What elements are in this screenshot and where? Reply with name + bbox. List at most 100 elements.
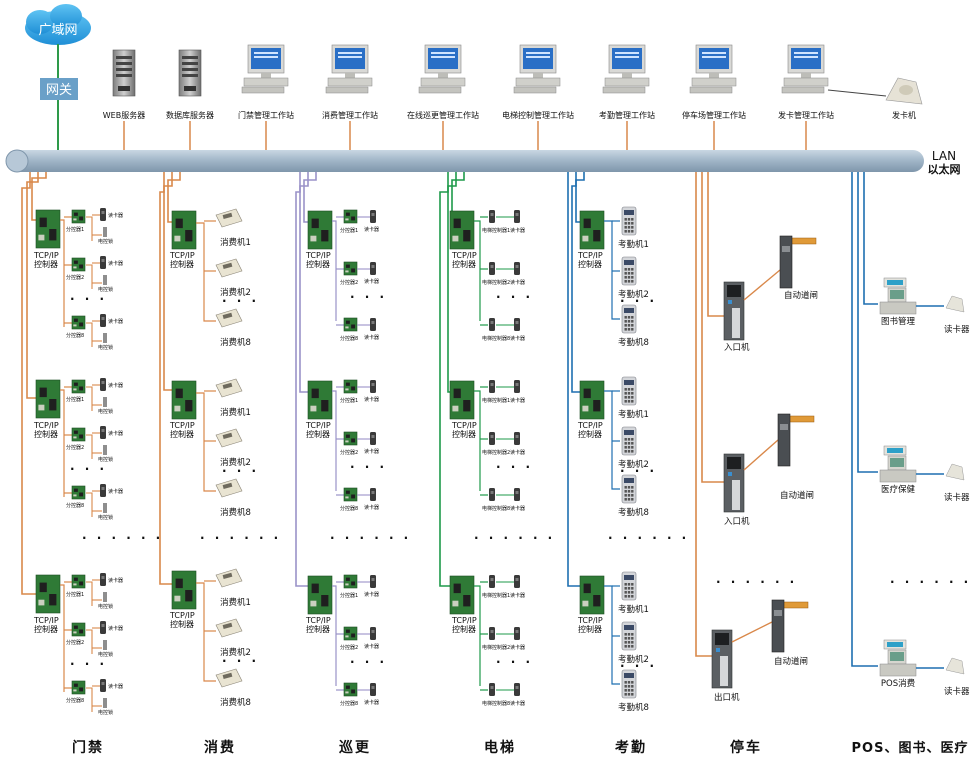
controller-board-icon bbox=[71, 379, 86, 394]
ellipsis: · · · bbox=[496, 290, 533, 304]
sub-bus bbox=[474, 220, 481, 321]
top-device-label: 停车场管理工作站 bbox=[682, 110, 746, 120]
sub-bus bbox=[474, 390, 481, 491]
controller-label: TCP/IP bbox=[451, 616, 477, 625]
consumption-machine-icon bbox=[215, 618, 243, 638]
controller-label: 控制器 bbox=[170, 619, 194, 629]
controller-label: TCP/IP bbox=[305, 616, 331, 625]
controller-board-icon bbox=[343, 209, 358, 224]
controller-label: TCP/IP bbox=[169, 251, 195, 260]
sub-controller-label: 分控器2 bbox=[340, 279, 358, 286]
sub-bus bbox=[60, 219, 65, 327]
wan-cloud-icon: 广域网 bbox=[25, 4, 91, 45]
trunk-line bbox=[707, 172, 724, 317]
card-reader-icon bbox=[370, 488, 376, 501]
ellipsis: · · · bbox=[350, 460, 387, 474]
top-device-label: 消费管理工作站 bbox=[322, 110, 378, 120]
ellipsis: · · · bbox=[222, 464, 259, 478]
electric-lock-icon bbox=[103, 333, 107, 343]
top-device-0: WEB服务器 bbox=[103, 49, 145, 150]
trunk-line bbox=[439, 172, 456, 587]
controller-label: TCP/IP bbox=[305, 421, 331, 430]
title-patrol: 巡更 bbox=[339, 740, 371, 756]
ellipsis: · · · · · · bbox=[82, 531, 163, 545]
sub-controller-label: 分控器1 bbox=[340, 592, 358, 599]
pos-terminal-icon bbox=[879, 277, 917, 315]
pos-label: 消费机2 bbox=[220, 457, 251, 468]
sub-bus bbox=[604, 585, 620, 685]
attendance-machine-icon bbox=[621, 256, 637, 286]
card-reader-label: 读卡器 bbox=[510, 397, 525, 404]
controller-board-icon bbox=[343, 317, 358, 332]
sub-bus bbox=[332, 585, 337, 686]
controller-board-icon bbox=[343, 431, 358, 446]
pos-label: 消费机1 bbox=[220, 597, 251, 608]
pos-label: 消费机1 bbox=[220, 237, 251, 248]
elevator-sub-label: 电梯控制器2 bbox=[482, 279, 510, 286]
ellipsis: · · · bbox=[620, 464, 657, 478]
card-reader-label: 读卡器 bbox=[108, 625, 123, 632]
controller-board-icon bbox=[171, 380, 197, 420]
controller-label: TCP/IP bbox=[451, 421, 477, 430]
electric-lock-icon bbox=[103, 275, 107, 285]
parking-kiosk-icon bbox=[711, 629, 733, 689]
workstation-icon bbox=[513, 44, 561, 94]
trunk-line bbox=[571, 172, 580, 393]
consumption-machine-icon bbox=[215, 668, 243, 688]
sub-bus bbox=[474, 585, 481, 686]
consumption-machine-icon bbox=[215, 308, 243, 328]
trunk-line bbox=[863, 172, 878, 305]
ellipsis: · · · bbox=[350, 290, 387, 304]
card-reader-icon bbox=[514, 262, 520, 275]
card-reader-icon bbox=[514, 488, 520, 501]
electric-lock-label: 电控锁 bbox=[98, 344, 113, 351]
attendance-label: 考勤机8 bbox=[618, 337, 649, 348]
card-reader-icon bbox=[370, 262, 376, 275]
parking-kiosk-icon bbox=[723, 281, 745, 341]
card-reader-icon bbox=[489, 210, 495, 223]
reader-label: 读卡器 bbox=[944, 686, 970, 697]
elevator-sub-label: 电梯控制器8 bbox=[482, 335, 510, 342]
access-group-1: TCP/IP控制器分控器1读卡器电控锁分控器2读卡器电控锁分控器8读卡器电控锁·… bbox=[33, 378, 123, 521]
controller-label: TCP/IP bbox=[577, 616, 603, 625]
top-device-label: 数据库服务器 bbox=[166, 110, 214, 120]
sub-controller-label: 分控器8 bbox=[66, 332, 84, 339]
entry-machine-label: 入口机 bbox=[724, 516, 750, 527]
elevator-sub-label: 电梯控制器2 bbox=[482, 644, 510, 651]
controller-label: 控制器 bbox=[578, 429, 602, 439]
controller-board-icon bbox=[35, 379, 61, 419]
barrier-gate-label: 自动道闸 bbox=[784, 290, 818, 301]
link-line bbox=[86, 264, 93, 289]
card-reader-label: 读卡器 bbox=[108, 488, 123, 495]
controller-label: 控制器 bbox=[578, 259, 602, 269]
card-reader-icon bbox=[514, 575, 520, 588]
controller-board-icon bbox=[71, 209, 86, 224]
barrier-gate-label: 自动道闸 bbox=[774, 656, 808, 667]
gate-link bbox=[743, 269, 781, 301]
electric-lock-icon bbox=[103, 445, 107, 455]
trunk-line bbox=[167, 172, 181, 223]
card-reader-label: 读卡器 bbox=[108, 683, 123, 690]
controller-label: TCP/IP bbox=[169, 421, 195, 430]
controller-label: 控制器 bbox=[306, 429, 330, 439]
top-device-1: 数据库服务器 bbox=[166, 49, 214, 150]
card-reader-icon bbox=[370, 575, 376, 588]
title-parking: 停车 bbox=[730, 739, 762, 756]
controller-board-icon bbox=[307, 380, 333, 420]
top-device-label: 发卡机 bbox=[892, 110, 916, 120]
column-access-control: TCP/IP控制器分控器1读卡器电控锁分控器2读卡器电控锁分控器8读卡器电控锁·… bbox=[21, 172, 163, 716]
link-line bbox=[86, 629, 93, 654]
elevator-sub-label: 电梯控制器1 bbox=[482, 227, 510, 234]
pos-terminal-icon bbox=[879, 639, 917, 677]
card-reader-icon bbox=[514, 683, 520, 696]
card-reader-icon bbox=[489, 683, 495, 696]
controller-label: 控制器 bbox=[34, 429, 58, 439]
electric-lock-label: 电控锁 bbox=[98, 603, 113, 610]
card-reader-icon bbox=[100, 484, 106, 497]
